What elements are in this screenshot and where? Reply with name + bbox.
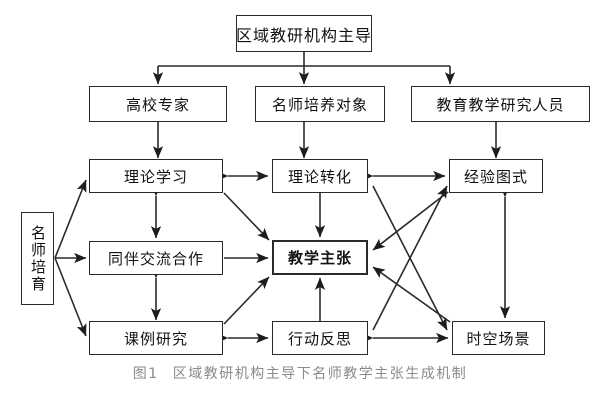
node-teaching-claim[interactable]: 教学主张 [272, 240, 368, 275]
figure-caption: 图1 区域教研机构主导下名师教学主张生成机制 [0, 363, 600, 383]
edge-case-study-to-claim [223, 276, 270, 325]
node-action-reflection[interactable]: 行动反思 [272, 321, 368, 355]
node-cultivation[interactable]: 名师培育 [21, 212, 54, 305]
edge-theory-transform-to-time-space [372, 185, 448, 331]
node-time-space-scene[interactable]: 时空场景 [452, 321, 545, 355]
node-peer-exchange[interactable]: 同伴交流合作 [89, 241, 223, 275]
caption-text: 区域教研机构主导下名师教学主张生成机制 [172, 366, 468, 382]
edge-time-space-to-claim [372, 266, 451, 323]
node-researcher[interactable]: 教育教学研究人员 [411, 86, 590, 122]
node-theory-transform[interactable]: 理论转化 [272, 159, 368, 193]
edge-experience-schema-to-claim [372, 191, 449, 251]
node-case-study[interactable]: 课例研究 [89, 321, 223, 355]
node-root[interactable]: 区域教研机构主导 [236, 15, 372, 52]
caption-number: 图1 [132, 366, 159, 382]
node-trainee[interactable]: 名师培养对象 [255, 86, 385, 122]
edge-theory-learning-to-claim [223, 192, 270, 241]
node-experience-schema[interactable]: 经验图式 [449, 159, 543, 193]
node-theory-learning[interactable]: 理论学习 [89, 159, 223, 193]
edge-cultivation-to-theory-learning [54, 179, 87, 259]
edge-cultivation-to-case-study [54, 257, 87, 337]
node-expert[interactable]: 高校专家 [89, 86, 227, 122]
